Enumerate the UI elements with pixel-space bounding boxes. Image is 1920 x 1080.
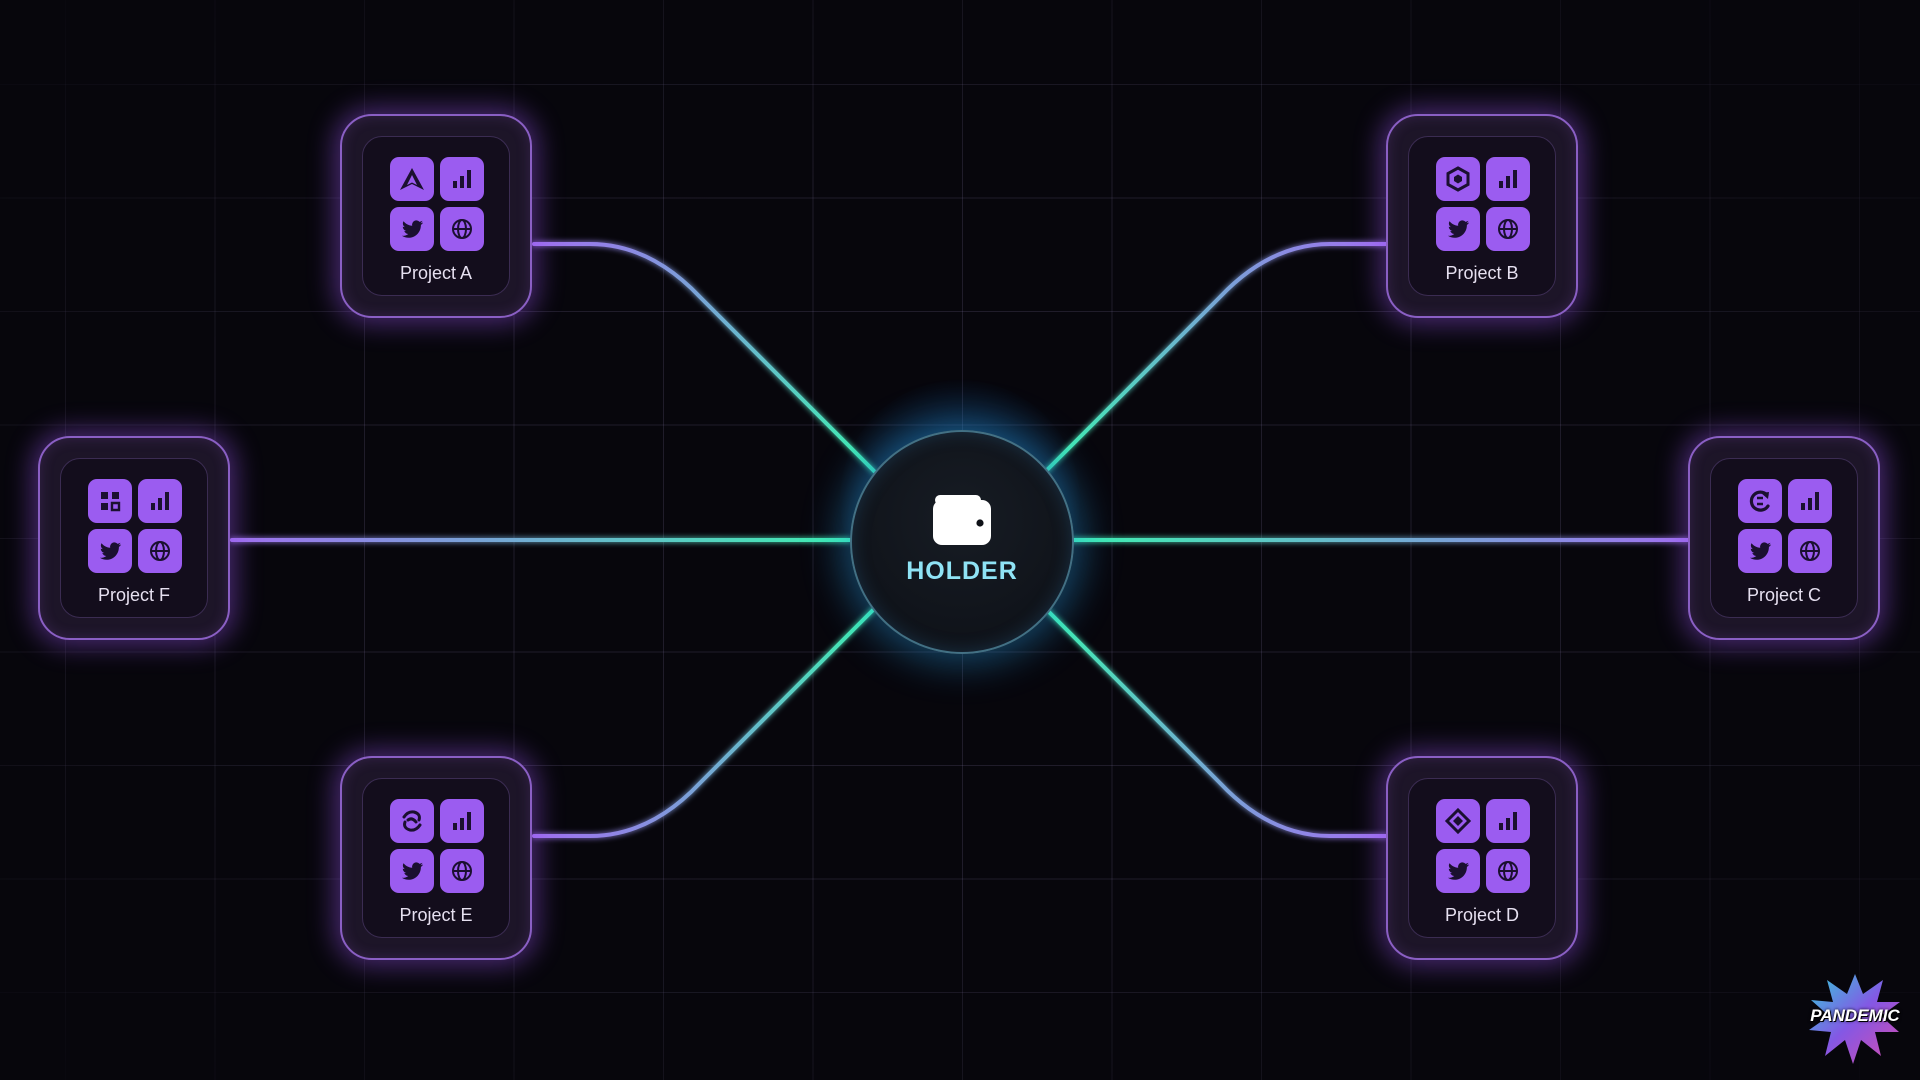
bar-chart-icon bbox=[1788, 479, 1832, 523]
twitter-icon bbox=[1436, 207, 1480, 251]
diamond-icon bbox=[1436, 799, 1480, 843]
icon-grid bbox=[88, 479, 188, 579]
icon-grid bbox=[390, 157, 490, 257]
project-node-a[interactable]: Project A bbox=[340, 114, 532, 318]
twitter-icon bbox=[88, 529, 132, 573]
bar-chart-icon bbox=[138, 479, 182, 523]
splat-logo-icon bbox=[1809, 974, 1900, 1064]
project-node-d[interactable]: Project D bbox=[1386, 756, 1578, 960]
project-node-c[interactable]: Project C bbox=[1688, 436, 1880, 640]
hub-label: HOLDER bbox=[906, 556, 1018, 585]
icon-grid bbox=[1738, 479, 1838, 579]
link-project-a bbox=[532, 242, 877, 474]
project-label: Project D bbox=[1444, 905, 1520, 925]
pandemic-badge: PANDEMIC bbox=[1805, 968, 1905, 1068]
globe-icon bbox=[440, 849, 484, 893]
project-label: Project F bbox=[97, 585, 171, 605]
arrow-triangle-icon bbox=[390, 157, 434, 201]
icon-grid bbox=[390, 799, 490, 899]
globe-icon bbox=[440, 207, 484, 251]
project-node-e[interactable]: Project E bbox=[340, 756, 532, 960]
twitter-icon bbox=[1738, 529, 1782, 573]
project-label: Project A bbox=[399, 263, 473, 283]
holder-hub[interactable]: HOLDER bbox=[850, 430, 1074, 654]
icon-grid bbox=[1436, 157, 1536, 257]
node-inner-panel: Project A bbox=[362, 136, 510, 296]
project-label: Project E bbox=[399, 905, 473, 925]
globe-icon bbox=[1486, 849, 1530, 893]
node-inner-panel: Project E bbox=[362, 778, 510, 938]
twitter-icon bbox=[390, 207, 434, 251]
swirl-icon bbox=[390, 799, 434, 843]
twitter-icon bbox=[390, 849, 434, 893]
node-inner-panel: Project C bbox=[1710, 458, 1858, 618]
node-inner-panel: Project B bbox=[1408, 136, 1556, 296]
puzzle-icon bbox=[88, 479, 132, 523]
project-label: Project B bbox=[1445, 263, 1519, 283]
node-inner-panel: Project F bbox=[60, 458, 208, 618]
project-node-f[interactable]: Project F bbox=[38, 436, 230, 640]
icon-grid bbox=[1436, 799, 1536, 899]
link-project-d bbox=[1043, 606, 1388, 838]
globe-icon bbox=[1788, 529, 1832, 573]
project-label: Project C bbox=[1746, 585, 1822, 605]
node-inner-panel: Project D bbox=[1408, 778, 1556, 938]
hexagon-icon bbox=[1436, 157, 1480, 201]
bar-chart-icon bbox=[440, 799, 484, 843]
link-project-b bbox=[1043, 242, 1388, 474]
link-project-e bbox=[532, 606, 877, 838]
bar-chart-icon bbox=[1486, 799, 1530, 843]
globe-icon bbox=[138, 529, 182, 573]
twitter-icon bbox=[1436, 849, 1480, 893]
globe-icon bbox=[1486, 207, 1530, 251]
refresh-icon bbox=[1738, 479, 1782, 523]
bar-chart-icon bbox=[1486, 157, 1530, 201]
project-node-b[interactable]: Project B bbox=[1386, 114, 1578, 318]
badge-label: PANDEMIC bbox=[1810, 1006, 1900, 1025]
bar-chart-icon bbox=[440, 157, 484, 201]
wallet-icon bbox=[933, 494, 991, 545]
